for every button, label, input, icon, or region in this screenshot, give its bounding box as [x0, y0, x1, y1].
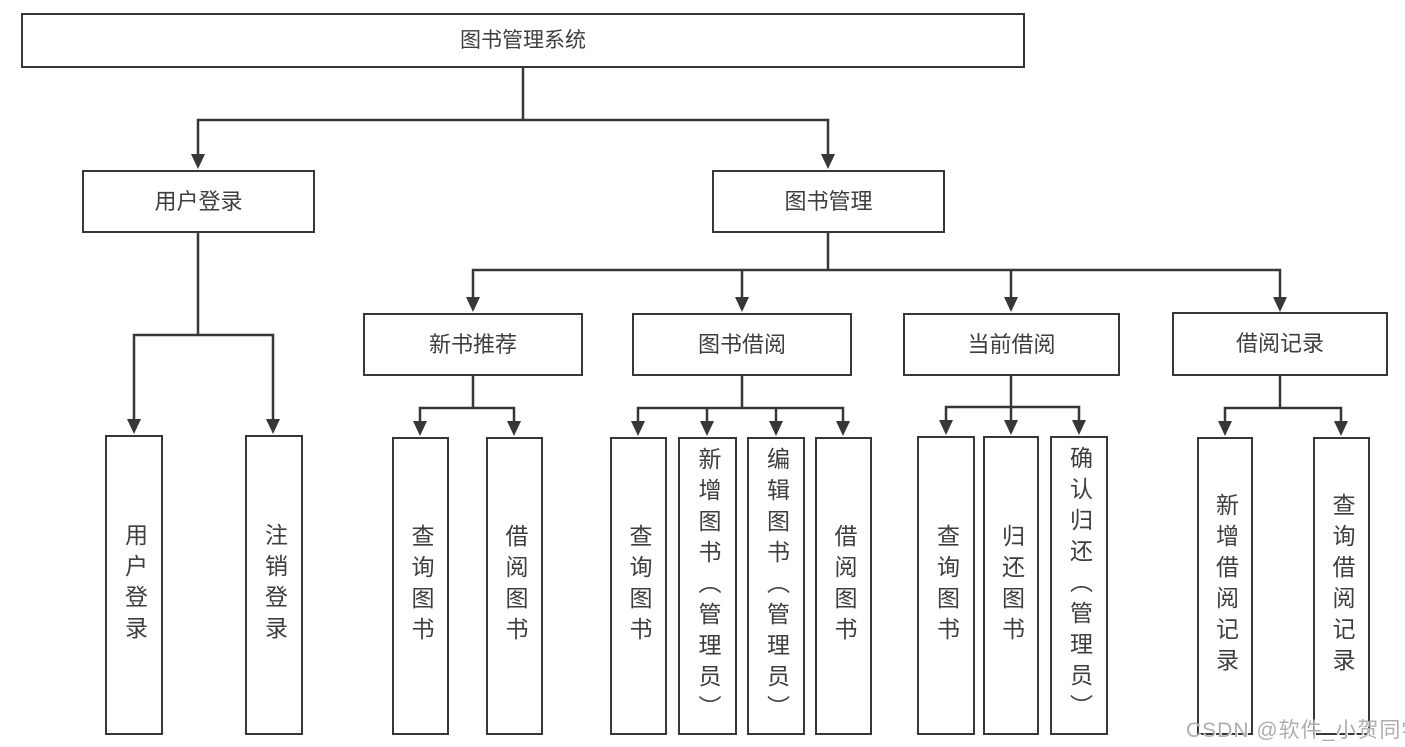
node-borrow-books: 借阅图书: [815, 437, 872, 735]
node-label: 查询图书: [933, 523, 960, 648]
node-label: 新书推荐: [428, 331, 517, 357]
connector-book-management: [471, 231, 1282, 301]
node-book-management: 图书管理: [712, 170, 945, 233]
node-current-borrowing: 当前借阅: [903, 313, 1120, 376]
node-label: 查询借阅记录: [1329, 493, 1355, 679]
node-label: 图书管理: [784, 188, 873, 214]
node-add-books-admin: 新增图书（管理员）: [678, 437, 737, 735]
connector-user-login-branch: [132, 231, 275, 423]
arrowheads: [127, 154, 1348, 436]
node-edit-books-admin: 编辑图书（管理员）: [747, 437, 805, 735]
node-label: 借阅记录: [1235, 331, 1324, 356]
node-label: 当前借阅: [967, 331, 1056, 357]
node-label: 用户登录: [154, 188, 243, 214]
node-new-book-recommendation: 新书推荐: [363, 313, 583, 376]
node-label: 查询图书: [408, 524, 434, 648]
node-label: 新增图书（管理员）: [695, 446, 721, 726]
node-return-books: 归还图书: [983, 436, 1039, 735]
node-label: 图书管理系统: [460, 29, 586, 52]
node-logout: 注销登录: [245, 435, 303, 735]
node-borrowing-records: 借阅记录: [1172, 312, 1388, 376]
connector-book-borrowing: [636, 374, 845, 425]
node-user-login-branch: 用户登录: [82, 170, 315, 233]
connector-borrowing-records: [1223, 373, 1343, 425]
node-label: 归还图书: [998, 523, 1025, 648]
node-user-login: 用户登录: [105, 435, 163, 735]
csdn-watermark: CSDN @软件_小贺同学: [1186, 719, 1405, 742]
node-library-management-system: 图书管理系统: [21, 13, 1025, 68]
node-label: 图书借阅: [697, 331, 786, 357]
node-query-borrow-record: 查询借阅记录: [1313, 437, 1370, 735]
node-book-borrowing: 图书借阅: [632, 313, 852, 376]
node-add-borrow-record: 新增借阅记录: [1197, 437, 1253, 735]
node-label: 查询图书: [626, 524, 652, 648]
node-borrow-books-recommend: 借阅图书: [486, 437, 543, 735]
connector-new-book-recommendation: [418, 374, 516, 425]
connector-current-borrowing: [944, 374, 1081, 424]
node-label: 编辑图书（管理员）: [763, 446, 790, 726]
node-label: 借阅图书: [502, 524, 528, 648]
node-query-books-borrowing: 查询图书: [610, 437, 667, 735]
node-label: 借阅图书: [831, 524, 857, 648]
node-query-books-current: 查询图书: [917, 436, 975, 735]
node-label: 确认归还（管理员）: [1066, 446, 1093, 725]
connector-root: [196, 66, 830, 158]
node-query-books-recommend: 查询图书: [392, 437, 449, 735]
node-label: 用户登录: [121, 523, 148, 647]
node-label: 新增借阅记录: [1212, 493, 1239, 679]
node-label: 注销登录: [261, 523, 288, 647]
node-confirm-return-admin: 确认归还（管理员）: [1050, 436, 1108, 735]
